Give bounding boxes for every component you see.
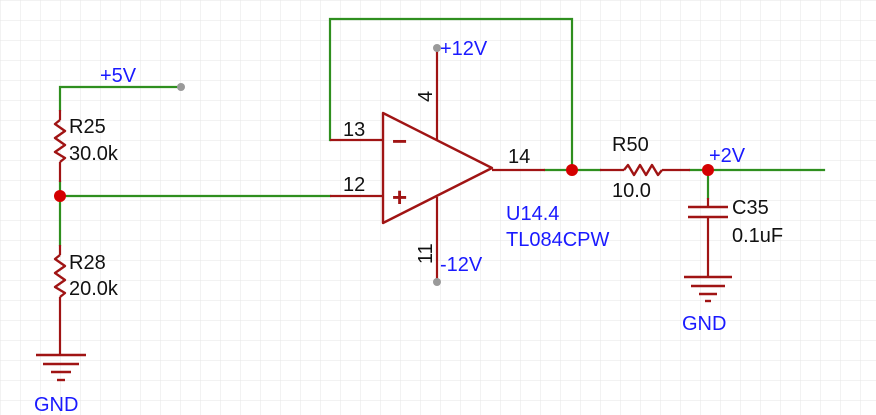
net-label-plus2v: +2V [709, 145, 746, 167]
wire-plus5v[interactable] [58, 85, 183, 112]
ground-symbol-left[interactable] [36, 353, 86, 382]
opamp-minus-symbol: − [392, 126, 407, 156]
resistor-r28[interactable] [53, 245, 67, 355]
junction-output[interactable] [566, 164, 578, 176]
pin-number-4: 4 [415, 91, 437, 102]
net-label-gnd-right: GND [682, 313, 726, 335]
opamp-u14[interactable] [330, 48, 545, 282]
net-label-minus12v: -12V [440, 254, 483, 276]
pin-number-13: 13 [343, 119, 365, 141]
ref-c35: C35 [732, 197, 769, 219]
opamp-triangle[interactable] [381, 111, 494, 225]
resistor-r50[interactable] [600, 163, 690, 177]
pin-number-12: 12 [343, 174, 365, 196]
ground-symbol-right[interactable] [684, 275, 732, 303]
capacitor-c35[interactable] [688, 198, 728, 277]
endpoint-plus5v[interactable] [177, 83, 185, 91]
wire-feedback[interactable] [328, 17, 574, 172]
resistor-r25[interactable] [53, 110, 67, 182]
junction-cap[interactable] [702, 164, 714, 176]
junction-divider[interactable] [54, 190, 66, 202]
net-label-gnd-left: GND [34, 394, 78, 415]
value-c35: 0.1uF [732, 225, 783, 247]
net-label-plus5v: +5V [100, 65, 137, 87]
ref-r25: R25 [69, 116, 106, 138]
net-label-plus12v: +12V [440, 38, 488, 60]
value-r28: 20.0k [69, 278, 119, 300]
opamp-plus-symbol: + [392, 182, 407, 212]
pin-number-11: 11 [415, 243, 437, 264]
endpoint-minus12v[interactable] [433, 278, 441, 286]
value-r25: 30.0k [69, 143, 119, 165]
endpoint-plus12v[interactable] [433, 44, 441, 52]
ref-r28: R28 [69, 252, 106, 274]
wires [58, 17, 826, 247]
ref-r50: R50 [612, 134, 649, 156]
ref-u14: U14.4 [506, 203, 559, 225]
value-r50: 10.0 [612, 180, 651, 202]
part-u14: TL084CPW [506, 229, 609, 251]
pin-number-14: 14 [508, 146, 530, 168]
